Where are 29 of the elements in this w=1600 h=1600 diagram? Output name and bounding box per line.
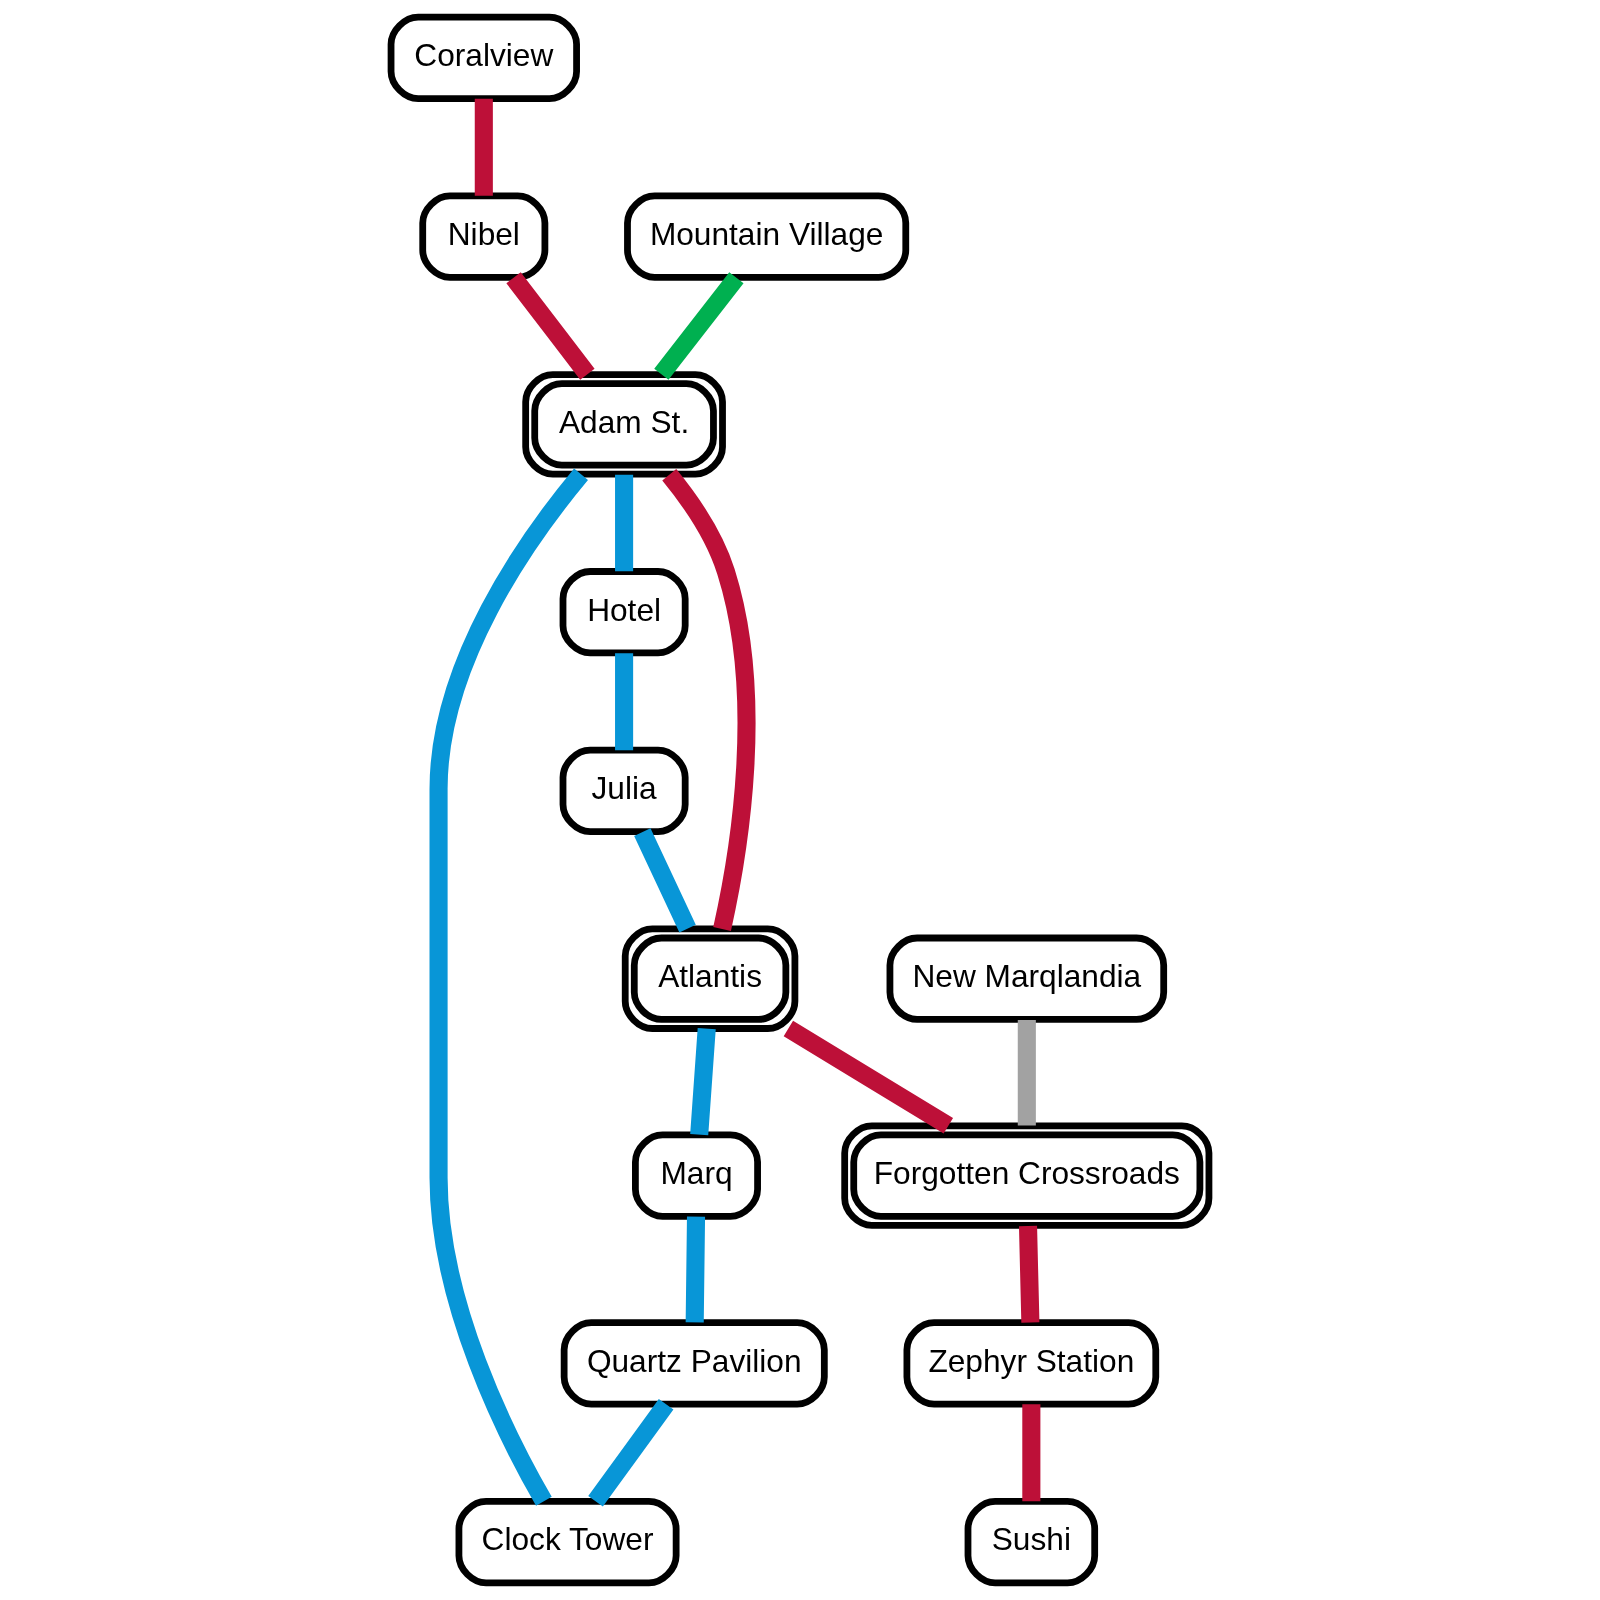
- node-box: Adam St.: [522, 371, 726, 478]
- node-box: Atlantis: [621, 925, 799, 1032]
- node-box: Marq: [632, 1131, 761, 1220]
- node-box: New Marqlandia: [886, 934, 1168, 1023]
- node-box: Quartz Pavilion: [560, 1319, 828, 1408]
- connector: [1018, 1225, 1040, 1323]
- node-box: Nibel: [419, 192, 549, 281]
- connector: [1017, 1019, 1036, 1126]
- node-box: Clock Tower: [455, 1498, 680, 1587]
- node-box: Forgotten Crossroads: [841, 1122, 1213, 1229]
- node-box: Sushi: [964, 1498, 1099, 1587]
- connector: [615, 653, 634, 751]
- connector: [685, 1216, 706, 1323]
- connector: [588, 1398, 674, 1507]
- connector: [662, 469, 756, 931]
- node-box: Julia: [559, 746, 689, 836]
- connector: [1022, 1404, 1041, 1502]
- connector: [634, 828, 696, 933]
- node-box: Coralview: [387, 13, 580, 102]
- connector: [474, 98, 493, 196]
- node-box: Zephyr Station: [903, 1319, 1160, 1408]
- node-box: Hotel: [559, 568, 689, 657]
- connector: [783, 1020, 954, 1134]
- node-box: Mountain Village: [624, 192, 910, 281]
- connector: [654, 272, 744, 380]
- connector: [506, 272, 595, 380]
- connector: [429, 468, 589, 1506]
- connector: [690, 1027, 716, 1136]
- connector: [615, 474, 634, 572]
